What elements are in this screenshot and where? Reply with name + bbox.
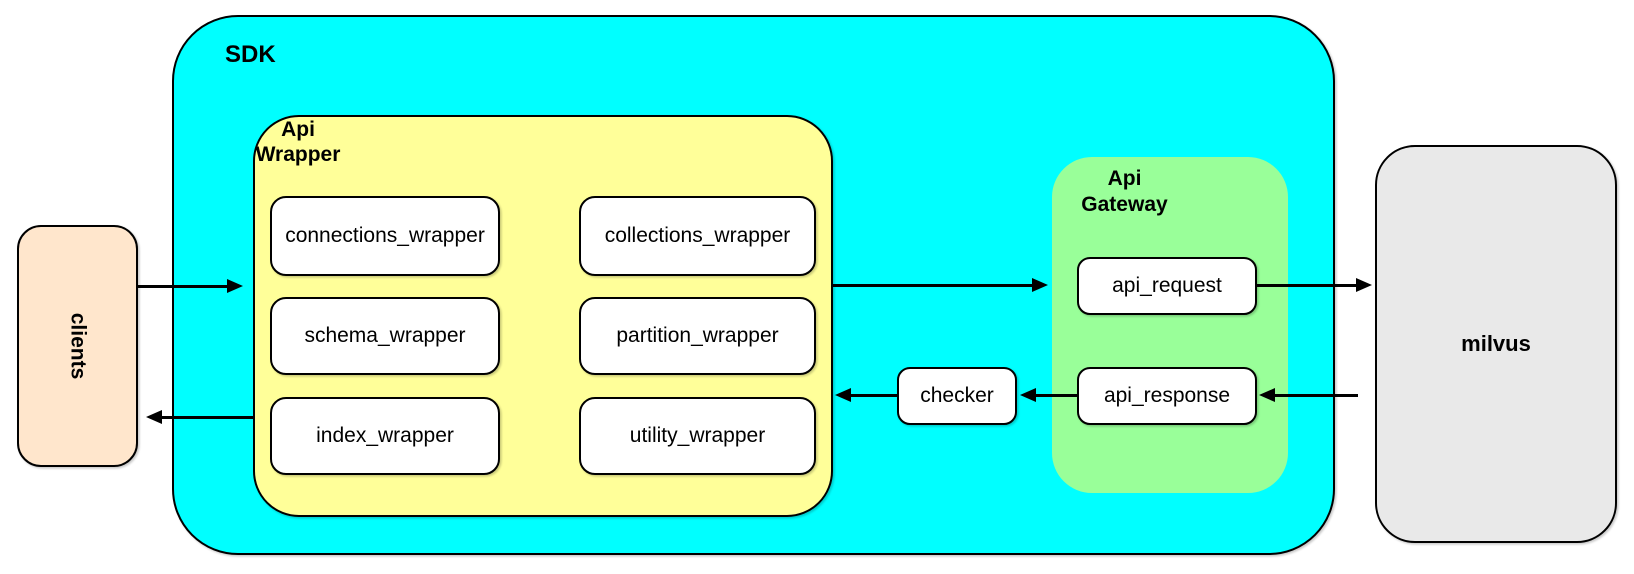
api-gateway-container [1052, 157, 1288, 493]
api-request-label: api_request [1112, 274, 1222, 297]
index-wrapper-node: index_wrapper [270, 397, 500, 475]
arrow-head-icon [1356, 278, 1372, 292]
arrow-head-icon [1020, 388, 1036, 402]
index-wrapper-label: index_wrapper [316, 424, 454, 447]
schema-wrapper-node: schema_wrapper [270, 297, 500, 375]
api-response-label: api_response [1103, 384, 1231, 407]
arrow-line [138, 285, 227, 288]
api-response-node: api_response [1077, 367, 1257, 425]
api-gateway-label: Api Gateway [1052, 166, 1197, 218]
utility-wrapper-label: utility_wrapper [629, 424, 766, 447]
milvus-node: milvus [1375, 145, 1617, 543]
api-wrapper-label: Api Wrapper [243, 117, 353, 167]
utility-wrapper-node: utility_wrapper [579, 397, 816, 475]
api-wrapper-label-line1: Api [281, 118, 315, 141]
collections-wrapper-label: collections_wrapper [604, 224, 791, 247]
schema-wrapper-label: schema_wrapper [304, 324, 466, 347]
arrow-line [1257, 284, 1358, 287]
checker-label: checker [920, 384, 994, 407]
api-request-node: api_request [1077, 257, 1257, 315]
clients-node: clients [17, 225, 138, 467]
milvus-label: milvus [1461, 331, 1531, 356]
api-gateway-label-line1: Api [1107, 167, 1142, 190]
arrow-head-icon [1032, 278, 1048, 292]
arrow-line [1274, 394, 1358, 397]
arrow-line [833, 284, 1033, 287]
connections-wrapper-node: connections_wrapper [270, 196, 500, 276]
arrow-head-icon [1259, 388, 1275, 402]
clients-label: clients [66, 312, 90, 380]
api-wrapper-label-line2: Wrapper [255, 143, 341, 166]
collections-wrapper-node: collections_wrapper [579, 196, 816, 276]
connections-wrapper-label: connections_wrapper [285, 224, 485, 247]
partition-wrapper-node: partition_wrapper [579, 297, 816, 375]
arrow-head-icon [146, 410, 162, 424]
partition-wrapper-label: partition_wrapper [616, 324, 779, 347]
checker-node: checker [897, 367, 1017, 425]
arrow-line [162, 416, 253, 419]
api-gateway-label-line2: Gateway [1081, 193, 1168, 216]
sdk-label: SDK [225, 41, 276, 68]
arrow-line [1035, 394, 1077, 397]
arrow-line [850, 394, 897, 397]
arrow-head-icon [227, 279, 243, 293]
arrow-head-icon [835, 388, 851, 402]
